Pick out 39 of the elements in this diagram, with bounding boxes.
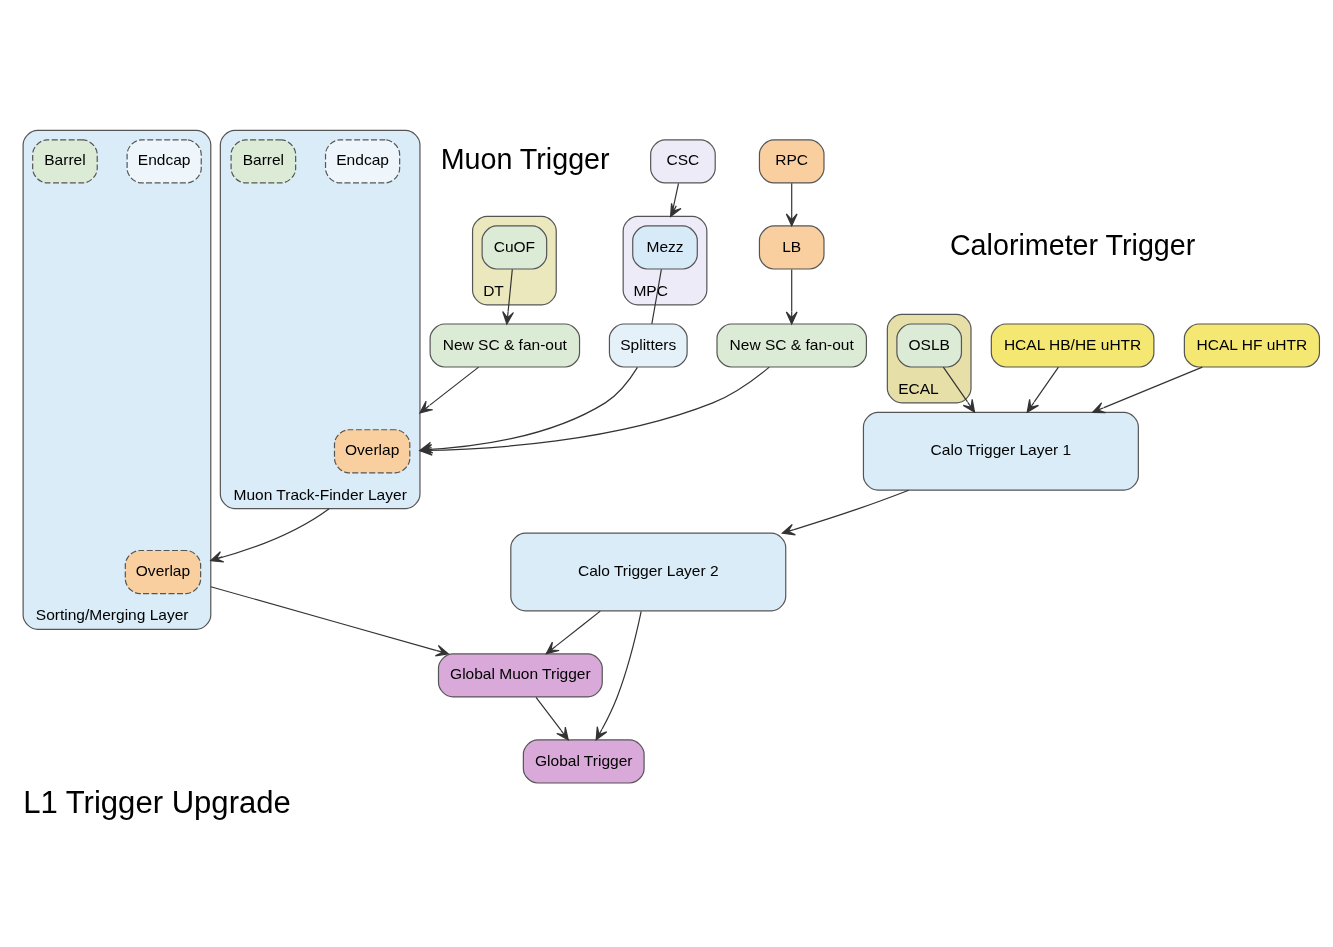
node-box: Global Trigger <box>522 738 645 784</box>
node-box: Splitters <box>608 322 688 368</box>
arrow <box>545 610 601 654</box>
arrow <box>419 366 480 413</box>
node-box: New SC & fan-out <box>429 322 581 368</box>
arrow <box>210 585 449 656</box>
node-box: CuOF <box>481 224 548 270</box>
node-box: Endcap <box>324 138 401 184</box>
node-box: Global Muon Trigger <box>437 652 603 698</box>
node-box: Endcap <box>126 138 202 184</box>
label: Muon Trigger <box>440 142 610 175</box>
node-box: CSC <box>650 138 716 184</box>
node-box: Calo Trigger Layer 2 <box>510 532 787 611</box>
arrow <box>502 268 514 325</box>
label: Calorimeter Trigger <box>949 228 1196 261</box>
node-box: New SC & fan-out <box>716 322 867 368</box>
arrow <box>1091 366 1203 413</box>
arrow <box>1026 366 1060 413</box>
diagram-title: L1 Trigger Upgrade <box>23 784 291 820</box>
arrow <box>785 268 798 325</box>
node-box: OSLB <box>896 322 963 368</box>
node-box: Calo Trigger Layer 1 <box>862 411 1139 491</box>
node-box: HCAL HF uHTR <box>1183 322 1321 368</box>
node-box: Barrel <box>32 138 98 184</box>
arrow <box>670 182 682 217</box>
arrow <box>781 489 910 535</box>
arrow <box>595 610 642 740</box>
node-box: HCAL HB/HE uHTR <box>990 322 1155 368</box>
node-box: Overlap <box>333 428 411 473</box>
arrow <box>942 366 976 413</box>
node-box: Mezz <box>632 224 698 270</box>
node-box: RPC <box>758 138 825 184</box>
node-box: Barrel <box>230 138 297 184</box>
node-box: LB <box>758 224 825 270</box>
connector <box>651 268 662 325</box>
arrow <box>535 696 569 740</box>
node-box: Overlap <box>124 549 202 594</box>
arrow <box>210 507 330 563</box>
arrow <box>785 182 798 226</box>
